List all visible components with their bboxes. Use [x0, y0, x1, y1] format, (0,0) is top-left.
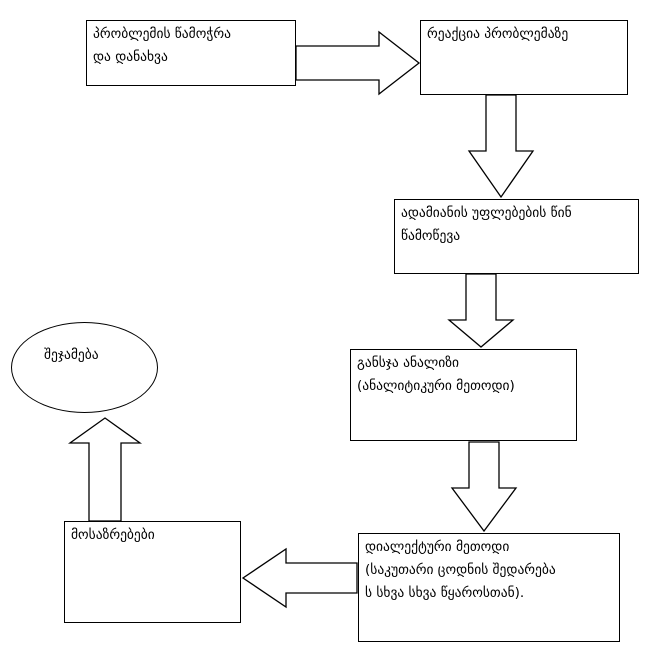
node-problem: პრობლემის წამოჭრა და დანახვა [86, 20, 296, 86]
node-reaction: რეაქცია პრობლემაზე [420, 20, 628, 95]
node-dialectic-line-2: (საკუთარი ცოდნის შედარება [365, 562, 556, 578]
arrow-dialectic-to-reasoning [241, 547, 358, 609]
node-reasoning: მოსაზრებები [64, 521, 241, 623]
node-summary-line-1: შეჯამება [44, 347, 99, 363]
arrow-analysis-to-dialectic [450, 441, 518, 533]
node-analysis: განსჯა ანალიზი (ანალიტიკური მეთოდი) [350, 349, 577, 441]
arrow-problem-to-reaction [295, 30, 421, 96]
arrow-reasoning-to-summary [67, 417, 143, 522]
node-rights-line-1: ადამიანის უფლებების წინ [401, 205, 572, 221]
arrow-reaction-to-rights [467, 94, 535, 199]
node-dialectic-line-3: ს სხვა სხვა წყაროსთან). [365, 585, 525, 601]
node-rights: ადამიანის უფლებების წინ წამოწევა [394, 199, 639, 274]
node-analysis-line-2: (ანალიტიკური მეთოდი) [357, 378, 515, 394]
node-dialectic-line-1: დიალექტური მეთოდი [365, 539, 510, 555]
node-problem-line-2: და დანახვა [93, 49, 168, 65]
node-reasoning-line-1: მოსაზრებები [71, 527, 155, 543]
node-problem-line-1: პრობლემის წამოჭრა [93, 26, 231, 42]
node-reaction-line-1: რეაქცია პრობლემაზე [427, 26, 569, 42]
node-summary: შეჯამება [11, 322, 158, 413]
node-analysis-line-1: განსჯა ანალიზი [357, 355, 459, 371]
node-dialectic: დიალექტური მეთოდი (საკუთარი ცოდნის შედარ… [358, 533, 620, 642]
arrow-rights-to-analysis [447, 273, 515, 348]
node-rights-line-2: წამოწევა [401, 228, 461, 244]
